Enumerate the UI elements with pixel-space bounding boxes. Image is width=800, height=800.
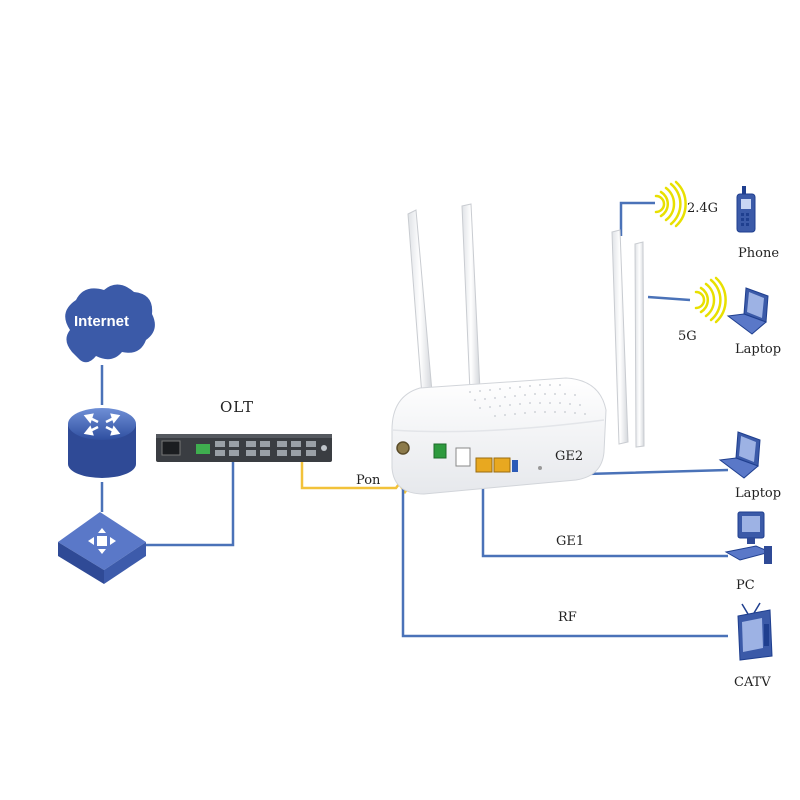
- line-ge1: [481, 468, 728, 558]
- wifi-signal-icon: [654, 180, 687, 228]
- usb-port: [455, 447, 471, 467]
- line-rf: [401, 454, 728, 638]
- pc-label: PC: [736, 578, 755, 593]
- wifi-24g-label: 2.4G: [687, 201, 719, 216]
- router-icon: [68, 408, 136, 478]
- laptop-icon: [718, 431, 761, 479]
- line-switch-olt: [145, 462, 235, 547]
- olt-device: [156, 434, 332, 462]
- rf-port: [396, 441, 410, 455]
- laptop-wifi-label: Laptop: [735, 342, 782, 357]
- switch-icon: [58, 512, 146, 584]
- tv-icon: [737, 602, 773, 661]
- pc-icon: [724, 511, 772, 564]
- laptop-wired-label: Laptop: [735, 486, 782, 501]
- internet-label: Internet: [74, 313, 130, 330]
- olt-label: OLT: [220, 398, 255, 416]
- rf-label: RF: [558, 610, 577, 625]
- lan-port: [475, 457, 493, 473]
- laptop-icon: [726, 287, 769, 335]
- pon-port: [433, 443, 447, 459]
- ge2-label: GE2: [555, 449, 584, 464]
- onu-router-device: [391, 203, 645, 495]
- button-port: [512, 460, 518, 472]
- ge1-label: GE1: [556, 534, 585, 549]
- phone-label: Phone: [738, 246, 780, 261]
- phone-icon: [736, 186, 756, 233]
- catv-label: CATV: [734, 675, 771, 690]
- wifi-signal-icon: [694, 276, 727, 324]
- pon-label: Pon: [356, 473, 381, 488]
- line-wifi-24: [619, 201, 655, 236]
- wifi-5g-label: 5G: [678, 329, 697, 344]
- internet-cloud-icon: [65, 284, 155, 363]
- antenna-icon: [407, 203, 645, 448]
- lan-port: [493, 457, 511, 473]
- line-wifi-5: [647, 295, 691, 302]
